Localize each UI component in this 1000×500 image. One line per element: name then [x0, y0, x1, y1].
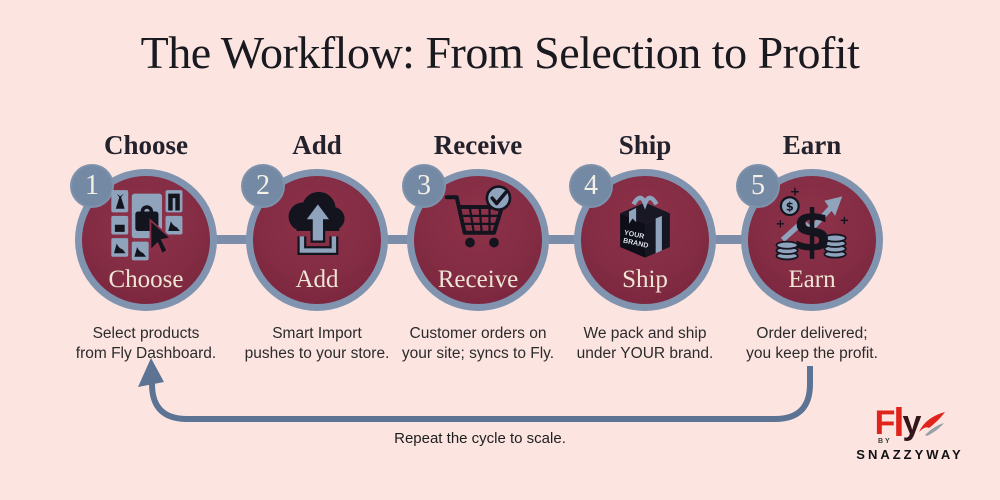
gift-box-icon: YOUR BRAND: [620, 195, 670, 258]
svg-text:$: $: [792, 199, 832, 263]
step-number-badge: 5: [736, 164, 780, 208]
desc-line: pushes to your store.: [244, 345, 390, 363]
step-earn-heading: Earn: [782, 130, 842, 160]
step-add-circle: 2 Add: [241, 164, 388, 311]
brand-logo-fly: F l y: [850, 401, 970, 445]
step-add-heading: Add: [292, 130, 342, 160]
cart-check-icon: [444, 185, 512, 248]
step-receive-description: Customer orders on your site; syncs to F…: [390, 324, 566, 365]
step-choose: Choose 1: [58, 130, 234, 365]
logo-letter-l: l: [893, 401, 904, 445]
svg-text:$: $: [786, 200, 794, 214]
dollar-growth-icon: + + + $ $: [776, 183, 850, 263]
svg-text:+: +: [790, 183, 800, 198]
step-number-badge: 1: [70, 164, 114, 208]
step-earn-description: Order delivered; you keep the profit.: [724, 324, 900, 365]
step-earn-circle-label: Earn: [788, 266, 836, 293]
brand-logo: F l y BY SNAZZYWAY: [850, 401, 970, 462]
step-receive-heading: Receive: [433, 130, 523, 160]
step-receive: Receive 3 Receive Customer orders on: [390, 130, 566, 365]
desc-line: under YOUR brand.: [576, 345, 714, 363]
step-ship-description: We pack and ship under YOUR brand.: [557, 324, 733, 365]
step-ship-circle-label: Ship: [622, 266, 668, 293]
desc-line: Select products: [92, 325, 200, 342]
svg-text:+: +: [840, 213, 850, 227]
desc-line: Customer orders on: [409, 325, 547, 342]
brand-logo-by: BY: [878, 438, 892, 445]
step-choose-circle-label: Choose: [108, 266, 184, 293]
desc-line: you keep the profit.: [746, 345, 878, 363]
step-receive-circle: 3 Receive: [402, 164, 549, 311]
step-add-description: Smart Import pushes to your store.: [229, 324, 405, 365]
desc-line: Order delivered;: [756, 325, 868, 342]
desc-line: Smart Import: [272, 325, 362, 342]
step-add-circle-label: Add: [295, 266, 339, 293]
step-ship-heading: Ship: [618, 130, 672, 160]
step-receive-circle-label: Receive: [437, 266, 519, 293]
step-choose-circle: 1: [70, 164, 217, 311]
brand-logo-company: SNAZZYWAY: [856, 447, 964, 462]
step-add: Add 2 Add Smart Import pushes to your st…: [229, 130, 405, 365]
desc-line: from Fly Dashboard.: [75, 345, 217, 363]
product-grid-cursor-icon: [111, 190, 183, 261]
step-choose-description: Select products from Fly Dashboard.: [58, 324, 234, 365]
desc-line: your site; syncs to Fly.: [401, 345, 555, 363]
step-number-badge: 4: [569, 164, 613, 208]
step-number-badge: 3: [402, 164, 446, 208]
step-ship: Ship 4 YOUR BRAND Ship We pack and ship …: [557, 130, 733, 365]
logo-letter-f: F: [874, 404, 896, 442]
step-choose-heading: Choose: [103, 130, 188, 160]
step-earn: Earn 5 + + + $ $: [724, 130, 900, 365]
step-ship-circle: 4 YOUR BRAND Ship: [569, 164, 716, 311]
logo-letter-y: y: [902, 404, 921, 442]
step-number-badge: 2: [241, 164, 285, 208]
repeat-cycle-caption: Repeat the cycle to scale.: [394, 430, 566, 447]
wing-icon: [919, 412, 946, 436]
step-earn-circle: 5 + + + $ $: [736, 164, 883, 311]
desc-line: We pack and ship: [583, 325, 707, 342]
page-title: The Workflow: From Selection to Profit: [140, 27, 860, 78]
cloud-upload-icon: [288, 191, 345, 255]
svg-text:+: +: [776, 216, 786, 230]
